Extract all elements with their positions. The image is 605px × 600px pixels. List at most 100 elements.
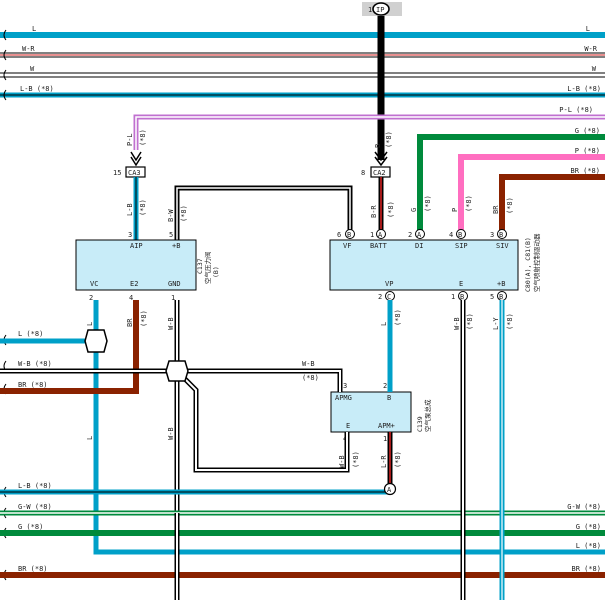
- ecu-name: 空气喷射控制驱动器: [532, 233, 541, 292]
- wire-note: (*8): [465, 195, 473, 212]
- wire-label-br: BR: [126, 318, 134, 327]
- svg-text:1: 1: [370, 231, 374, 239]
- svg-text:2: 2: [408, 231, 412, 239]
- wire-e2-br: [0, 300, 139, 394]
- c137-pin-num: 2: [89, 294, 93, 302]
- c137-box: [75, 239, 197, 291]
- bottom-label-right: L (*8): [576, 542, 601, 550]
- c137-name: 空气压力阀: [203, 252, 212, 285]
- left-entry-label: BR (*8): [18, 381, 48, 389]
- bottom-label-left: G (*8): [18, 523, 43, 531]
- bottom-label-right: BR (*8): [571, 565, 601, 573]
- ca3-pin: 15: [113, 169, 121, 177]
- svg-text:A: A: [417, 231, 422, 239]
- wire-label-b: B: [374, 144, 382, 148]
- bottom-label-left: G-W (*8): [18, 503, 52, 511]
- ecu-pin-name: +B: [497, 280, 505, 288]
- c139-pin-name: APM+: [378, 422, 395, 430]
- ecu-pin-name: DI: [415, 242, 423, 250]
- bus-label-left: L-B (*8): [20, 85, 54, 93]
- c137-pin-name: AIP: [130, 242, 143, 250]
- c139-pin-name: APMG: [335, 394, 352, 402]
- ca3-arrow: [130, 156, 142, 167]
- ecu-pin-name: VF: [343, 242, 351, 250]
- ca2-arrow: [374, 151, 388, 162]
- bottom-label-left: BR (*8): [18, 565, 48, 573]
- wire-note: (*8): [302, 374, 319, 382]
- svg-text:2: 2: [378, 293, 382, 301]
- bottom-label-right: G (*8): [576, 523, 601, 531]
- svg-text:B: B: [458, 231, 462, 239]
- c137-sub: (B): [212, 266, 220, 278]
- c139-pin-name: E: [346, 422, 350, 430]
- c137-id: C137: [196, 258, 204, 274]
- c139-pin-num: 2: [383, 382, 387, 390]
- ip-connector-ring: [372, 2, 390, 16]
- c139-pin-num: 1: [383, 435, 387, 443]
- ca2-pin: 8: [361, 169, 365, 177]
- wire-note: (*8): [180, 205, 188, 222]
- wire-p: [458, 154, 605, 232]
- ecu-pin-name: SIP: [455, 242, 468, 250]
- bus-bottom-l-b: [0, 485, 393, 495]
- wire-label-p-l: P-L: [126, 133, 134, 146]
- wire-b-w: [174, 185, 353, 240]
- wire-label-b-w: B-W: [167, 209, 175, 222]
- bus-label-right: P (*8): [575, 147, 600, 155]
- left-entry-label: W-B (*8): [18, 360, 52, 368]
- svg-text:1: 1: [451, 293, 455, 301]
- ecu-pin-letter: A: [387, 486, 392, 494]
- ecu-pin-name: VP: [385, 280, 393, 288]
- bottom-label-left: L-B (*8): [18, 482, 52, 490]
- c139-pin-num: 3: [343, 382, 347, 390]
- ca3-label: CA3: [128, 169, 141, 177]
- bus-label-right: BR (*8): [570, 167, 600, 175]
- bus-label-right: W-R: [584, 45, 597, 53]
- c137-pin-num: 1: [171, 294, 175, 302]
- wire-note: (*8): [506, 197, 514, 214]
- wire-note: (*8): [139, 199, 147, 216]
- wire-label-g: G: [410, 208, 418, 212]
- c137-pin-num: 5: [169, 231, 173, 239]
- ecu-pin-name: SIV: [496, 242, 509, 250]
- ca3-arrow: [130, 151, 142, 162]
- ecu-box: [329, 239, 519, 291]
- ca2-label: CA2: [373, 169, 386, 177]
- c139-id: C139: [416, 416, 424, 432]
- wire-g: [417, 134, 605, 232]
- svg-text:B: B: [499, 231, 503, 239]
- c139-pin-name: B: [387, 394, 391, 402]
- c137-pin-name: VC: [90, 280, 98, 288]
- ecu-pin-name: E: [459, 280, 463, 288]
- splice-vc: [84, 329, 108, 353]
- ecu-id: C80(A), C81(B): [524, 237, 532, 292]
- wire-label-l-y: L-Y: [492, 317, 500, 330]
- bus-label-left: L: [32, 25, 36, 33]
- bus-label-right: L-B (*8): [567, 85, 601, 93]
- left-entry-label: L (*8): [18, 330, 43, 338]
- splice-gnd: [165, 360, 189, 382]
- wire-label-br: BR: [492, 205, 500, 214]
- ip-connector-pin: 1: [368, 6, 372, 14]
- bus-label-right: G (*8): [575, 127, 600, 135]
- wire-label-l: L: [380, 322, 388, 326]
- wire-note: (*8): [139, 129, 147, 146]
- wire-note: (*8): [506, 313, 514, 330]
- ip-connector-label: IP: [376, 6, 384, 14]
- wire-note: (*8): [424, 195, 432, 212]
- bus-label-right: P-L (*8): [559, 106, 593, 114]
- ecu-top-pins: 6 B 1 A 2 A 4 B 3 B: [337, 229, 507, 239]
- wire-label-l-b: L-B: [126, 203, 134, 216]
- bus-label-left: W: [30, 65, 35, 73]
- c137-pin-num: 3: [128, 231, 132, 239]
- wire-label-l: L: [86, 322, 94, 326]
- wire-label-w-b: W-B: [338, 455, 346, 468]
- wire-gnd-w-b: [0, 300, 350, 600]
- break-marks-left: [3, 29, 7, 581]
- wire-note: (*8): [394, 309, 402, 326]
- wire-label-w-b: W-B: [167, 427, 175, 440]
- wire-note: (*8): [140, 310, 148, 327]
- svg-text:6: 6: [337, 231, 341, 239]
- ca2-arrow: [374, 156, 388, 167]
